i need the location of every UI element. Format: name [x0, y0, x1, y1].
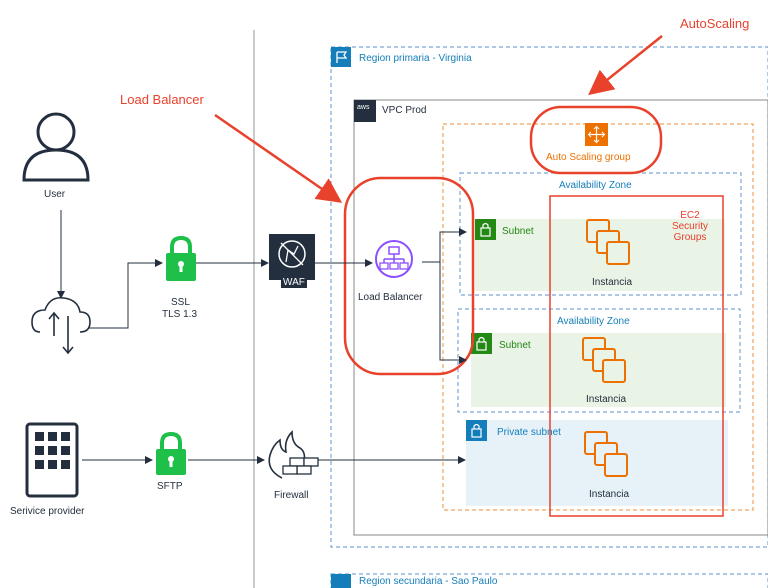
lb-subnet2-line: [439, 262, 467, 364]
sftp-label: SFTP: [157, 481, 183, 492]
instance1-label: Instancia: [592, 277, 633, 288]
asg-label: Auto Scaling group: [546, 152, 631, 163]
autoscaling-arrow: [588, 35, 663, 96]
load-balancer-annotation: Load Balancer: [120, 92, 204, 107]
ec2-security-groups-label: EC2 Security Groups: [660, 210, 720, 243]
ssl-lock-icon: [166, 235, 196, 281]
region-secondary-label: Region secundaria - Sao Paulo: [359, 576, 498, 587]
ssl-label: SSL: [171, 297, 190, 308]
ec2-instance-icon-2: [582, 337, 626, 383]
firewall-label: Firewall: [274, 490, 309, 501]
lb-highlight: [343, 176, 475, 376]
vpc-aws-badge: [354, 100, 376, 122]
service-provider-label: Serivice provider: [10, 506, 85, 517]
subnet2-badge: [471, 333, 492, 354]
ec2-line2: Security: [671, 221, 709, 232]
cloud-transfer-icon: [31, 296, 91, 355]
load-balancer-icon: [375, 240, 413, 278]
waf-icon: [269, 234, 315, 280]
autoscaling-icon: [585, 123, 608, 146]
autoscaling-annotation: AutoScaling: [680, 16, 750, 31]
subnet2-label: Subnet: [499, 340, 531, 351]
vpc-label: VPC Prod: [382, 105, 427, 116]
waf-label: WAF: [281, 277, 307, 288]
subnet-lock-icons: [471, 222, 491, 438]
region-primary-box: [330, 46, 768, 548]
ec2-instance-icon-1: [586, 219, 630, 265]
building-icon: [25, 422, 79, 498]
instance3-label: Instancia: [589, 489, 630, 500]
ec2-instance-icon-3: [584, 431, 628, 477]
az2-label: Availability Zone: [557, 316, 630, 327]
ec2-line3: Groups: [673, 232, 707, 243]
ec2-security-groups-box: [549, 195, 724, 517]
user-icon: [22, 112, 90, 182]
az1-label: Availability Zone: [559, 180, 632, 191]
asg-highlight: [529, 105, 663, 175]
private-subnet-label: Private subnet: [497, 427, 561, 438]
instance2-label: Instancia: [586, 394, 627, 405]
tls-label: TLS 1.3: [162, 309, 198, 320]
load-balancer-arrow: [214, 113, 343, 203]
vpc-box: [353, 99, 768, 536]
subnet1-badge: [475, 219, 496, 240]
aws-logo-text: aws: [357, 104, 370, 111]
region-secondary-box: [330, 573, 768, 588]
ec2-line1: EC2: [680, 210, 700, 221]
region-primary-label: Region primaria - Virginia: [359, 53, 472, 64]
firewall-icon: [268, 430, 319, 479]
lb-subnet1-line: [422, 228, 467, 263]
az2-box: [457, 308, 741, 413]
sftp-lock-icon: [156, 431, 186, 475]
user-label: User: [44, 189, 66, 200]
lb-label: Load Balancer: [358, 292, 423, 303]
region-secondary-flag: [331, 574, 351, 588]
private-subnet-badge: [466, 420, 487, 441]
region-flag-bg: [331, 47, 351, 67]
subnet1-label: Subnet: [502, 226, 534, 237]
cloud-ssl-line: [88, 259, 163, 329]
region-flag-icon: [336, 51, 348, 63]
